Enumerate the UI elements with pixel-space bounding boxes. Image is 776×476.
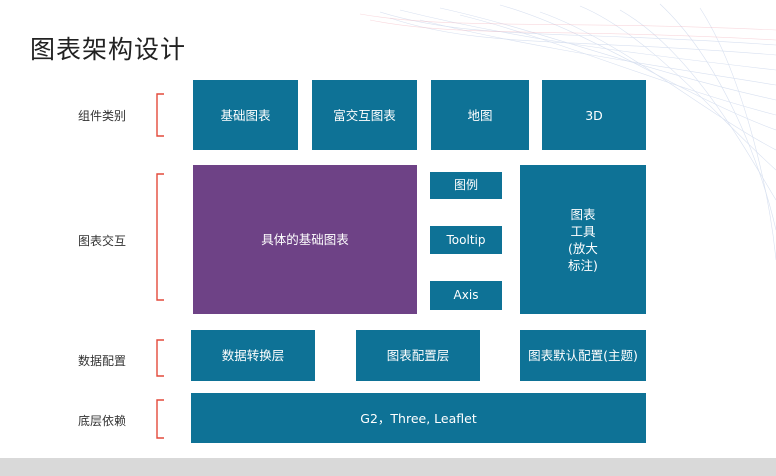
row-label-components: 组件类别	[78, 109, 127, 123]
bracket-interaction	[156, 173, 164, 301]
wave-lines-decoration-pink	[359, 13, 776, 41]
box-chart-tools: 图表 工具 (放大 标注)	[520, 165, 646, 314]
row-brackets	[156, 93, 164, 439]
bottom-bar	[0, 458, 776, 476]
box-axis: Axis	[430, 281, 502, 310]
box-chart-config-layer: 图表配置层	[356, 330, 480, 381]
bracket-config	[156, 339, 164, 377]
box-3d: 3D	[542, 80, 646, 150]
bracket-components	[156, 93, 164, 137]
row-label-config: 数据配置	[78, 354, 127, 368]
box-map: 地图	[431, 80, 529, 150]
box-data-transform-layer: 数据转换层	[191, 330, 315, 381]
box-specific-basic-chart: 具体的基础图表	[193, 165, 417, 314]
bracket-base	[156, 399, 164, 439]
row-label-base: 底层依赖	[78, 414, 127, 428]
box-tooltip: Tooltip	[430, 226, 502, 254]
box-basic-charts: 基础图表	[193, 80, 298, 150]
slide-title: 图表架构设计	[30, 35, 187, 64]
box-legend: 图例	[430, 172, 502, 199]
box-base-libraries: G2，Three, Leaflet	[191, 393, 646, 443]
row-label-interaction: 图表交互	[78, 234, 127, 248]
box-rich-interactive-charts: 富交互图表	[312, 80, 417, 150]
box-default-config-theme: 图表默认配置(主题)	[520, 330, 646, 381]
